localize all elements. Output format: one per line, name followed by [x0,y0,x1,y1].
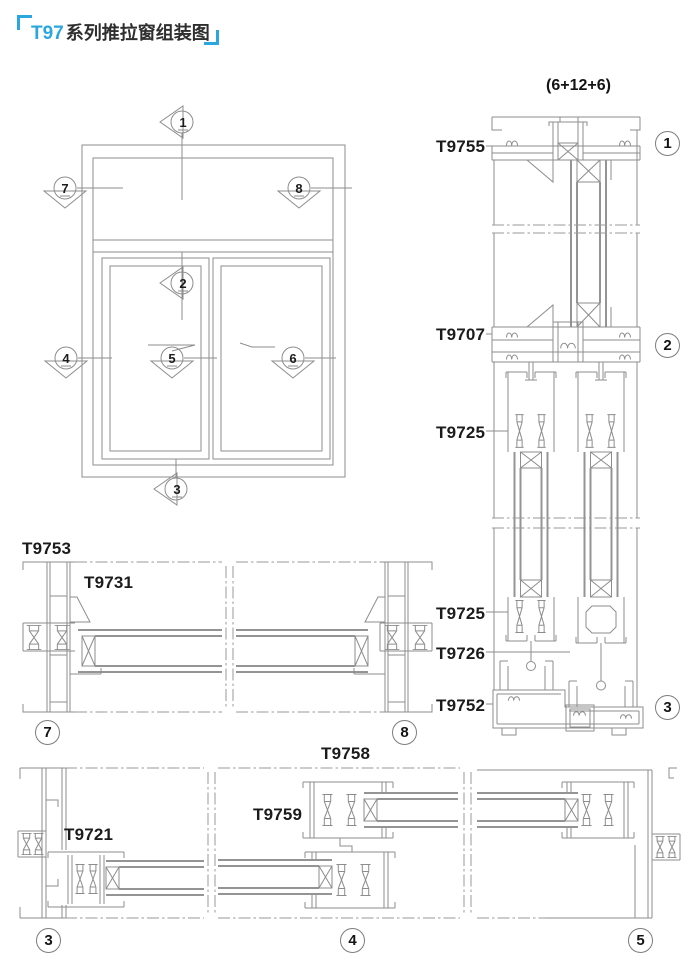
vertical-section-drawing [486,116,644,736]
glass-spec-label: (6+12+6) [546,77,611,94]
profile-label-t9725-lower: T9725 [436,604,486,623]
sash-horizontal-section-drawing [17,767,681,919]
marker-number: 4 [62,351,70,366]
title-corner-bracket-bottom-right [204,30,219,45]
frame-inner [92,157,334,466]
section-marker-1: 1 [159,105,194,139]
slide-direction-ticks [148,342,275,352]
profile-label-t9725-upper: T9725 [436,423,486,442]
profile-label-t9755: T9755 [436,137,486,156]
profile-label-t9752: T9752 [436,696,486,715]
series-code: T97 [31,23,64,44]
callout-detail-1: 1 [655,131,680,156]
section-marker-2: 2 [159,266,194,300]
window-elevation-drawing: 1 2 3 4 5 [42,105,352,506]
section-marker-6: 6 [270,346,316,379]
section-marker-8: 8 [276,176,322,209]
marker-leader-lines [77,187,352,359]
marker-number: 6 [289,351,296,366]
profile-label-t9731: T9731 [84,573,134,592]
callout-detail-8: 8 [392,720,417,745]
transom-horizontal-section-drawing [22,561,433,713]
profile-label-t9721: T9721 [64,825,114,844]
callout-detail-7: 7 [35,720,60,745]
callout-detail-3b: 3 [36,928,61,953]
marker-number: 3 [173,482,180,497]
marker-number: 1 [179,115,186,130]
section-marker-5: 5 [149,346,195,379]
marker-number: 2 [179,276,186,291]
marker-number: 7 [61,181,68,196]
transom-lines [93,239,333,253]
marker-number: 5 [168,351,175,366]
profile-label-t9707: T9707 [436,325,486,344]
section-marker-3: 3 [153,472,188,506]
frame-outer [81,144,346,478]
callout-detail-4: 4 [340,928,365,953]
title-series-text: 系列推拉窗组装图 [65,23,210,43]
section-marker-7: 7 [42,176,88,209]
callout-detail-3: 3 [655,695,680,720]
section-marker-4: 4 [43,346,89,379]
callout-detail-5: 5 [628,928,653,953]
section-cut-lines [175,133,183,478]
callout-detail-2: 2 [655,333,680,358]
profile-label-t9753: T9753 [22,539,72,558]
title-corner-bracket-top-left [17,15,32,30]
marker-number: 8 [295,181,302,196]
profile-label-t9758: T9758 [321,744,371,763]
profile-label-t9726: T9726 [436,644,486,663]
profile-label-t9759: T9759 [253,805,303,824]
